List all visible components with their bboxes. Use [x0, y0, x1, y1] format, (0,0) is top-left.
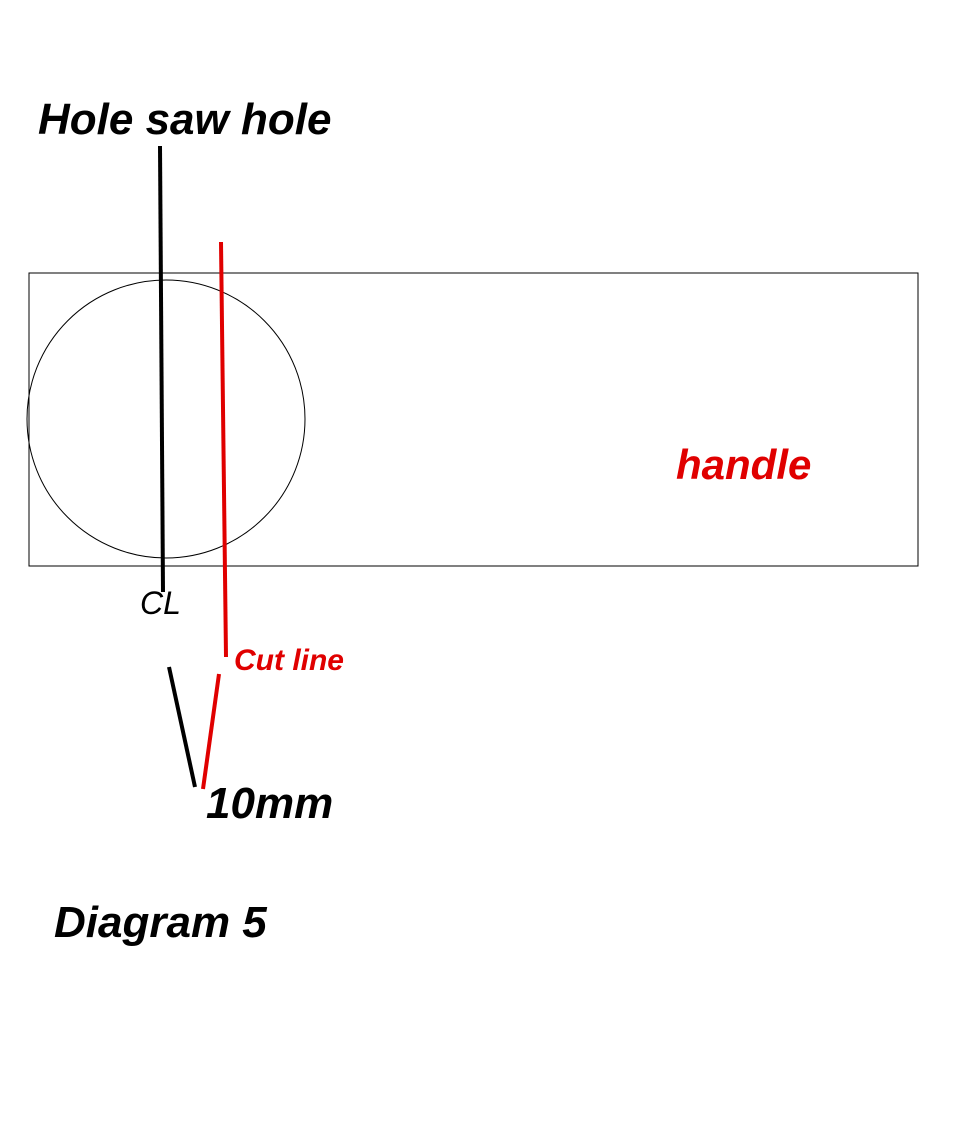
offset-dimension-black-line: [167, 666, 197, 788]
centerline: [158, 145, 165, 593]
hole-saw-hole-label: Hole saw hole: [38, 95, 331, 144]
handle-label: handle: [676, 441, 811, 488]
diagram-caption: Diagram 5: [54, 898, 267, 947]
offset-10mm-label: 10mm: [206, 779, 333, 828]
handle-outline: [28, 272, 919, 567]
cut-line: [219, 241, 228, 658]
cut-line-label: Cut line: [234, 644, 344, 677]
hole-saw-circle: [26, 279, 306, 559]
offset-dimension-red-line: [201, 673, 221, 790]
centerline-label: CL: [140, 585, 181, 621]
